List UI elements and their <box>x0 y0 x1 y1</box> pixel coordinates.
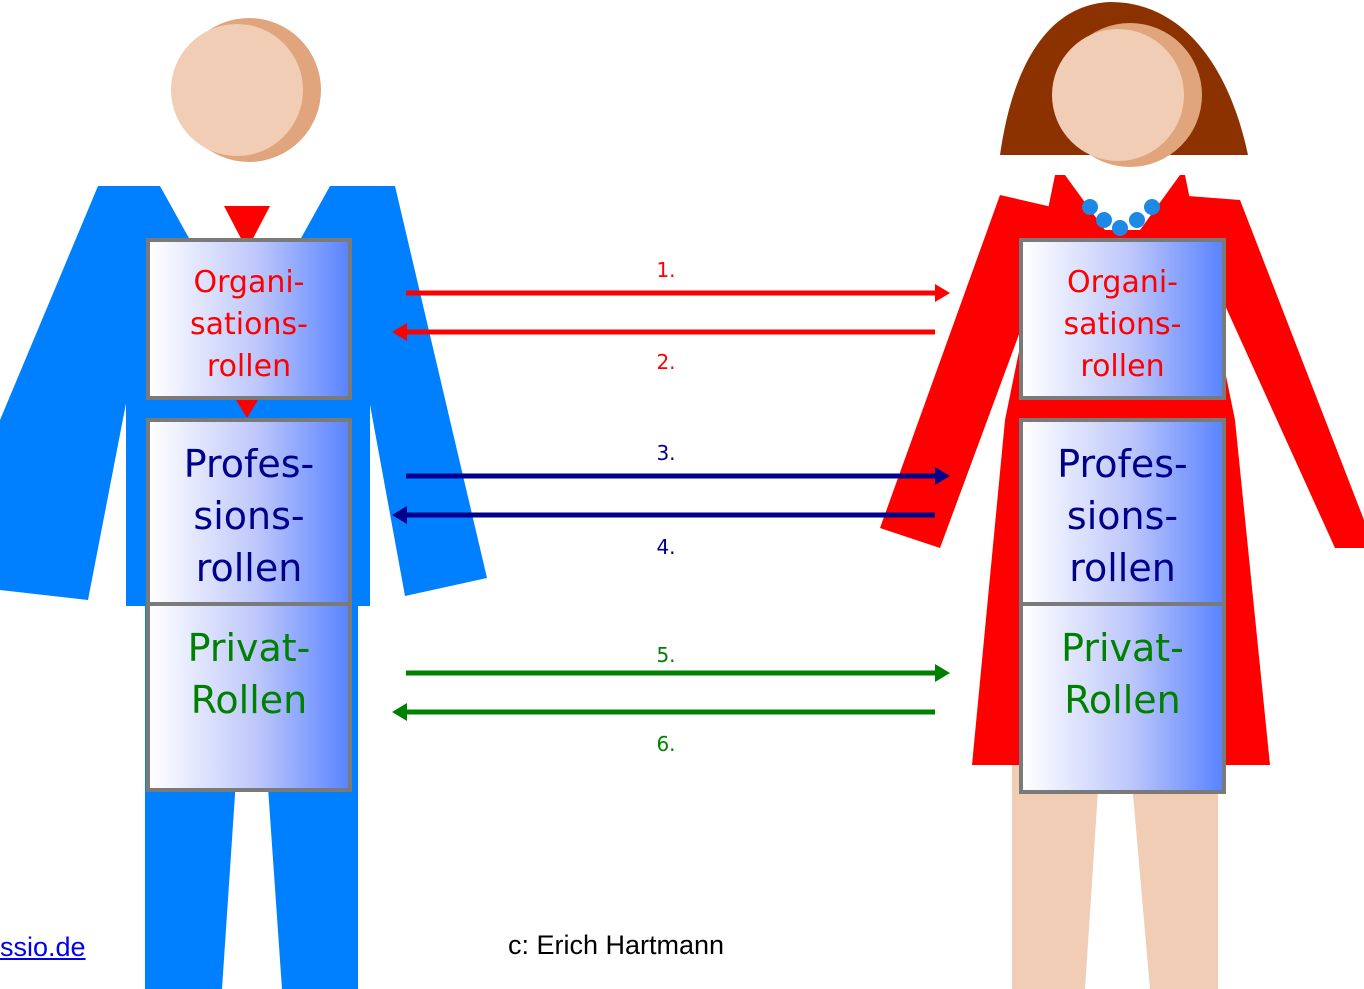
woman-head <box>1052 29 1184 161</box>
woman-left-leg <box>1012 760 1100 989</box>
woman-profession-line-1: Profes- <box>1057 442 1188 486</box>
man-tie-tip-icon <box>236 400 258 418</box>
arrow-6-label: 6. <box>656 732 676 756</box>
arrow-5-label: 5. <box>656 643 676 667</box>
arrow-1-head-icon <box>935 284 950 302</box>
man-profession-roles-box: Profes- sions- rollen <box>146 418 352 608</box>
man-private-line-2: Rollen <box>190 678 308 722</box>
man-profession-line-1: Profes- <box>183 442 315 486</box>
arrow-2-label: 2. <box>656 350 676 374</box>
man-organisation-line-1: Organi- <box>193 265 305 300</box>
woman-right-leg <box>1130 760 1218 989</box>
necklace-icon <box>1082 199 1160 236</box>
man-organisation-line-2: sations- <box>190 307 308 342</box>
woman-profession-line-3: rollen <box>1069 546 1176 590</box>
man-private-line-1: Privat- <box>187 626 311 670</box>
woman-organisation-line-3: rollen <box>1080 349 1165 384</box>
author-credit: c: Erich Hartmann <box>508 930 725 960</box>
man-private-roles-box: Privat- Rollen <box>146 602 352 792</box>
man-organisation-roles-box: Organi- sations- rollen <box>146 238 352 400</box>
arrow-4-label: 4. <box>656 535 676 559</box>
woman-profession-line-2: sions- <box>1066 494 1179 538</box>
woman-organisation-line-2: sations- <box>1063 307 1182 342</box>
man-profession-line-2: sions- <box>193 494 305 538</box>
man-tie-icon <box>224 206 270 250</box>
woman-neckline <box>1065 175 1180 230</box>
arrow-4-head-icon <box>392 506 407 524</box>
man-head <box>171 24 303 156</box>
arrow-3-label: 3. <box>656 441 676 465</box>
woman-profession-roles-box: Profes- sions- rollen <box>1019 418 1226 608</box>
arrow-5-head-icon <box>935 664 950 682</box>
communication-arrows <box>392 284 950 721</box>
arrow-2-head-icon <box>392 323 407 341</box>
arrow-6-head-icon <box>392 703 407 721</box>
man-profession-line-3: rollen <box>195 546 303 590</box>
woman-private-line-1: Privat- <box>1061 626 1184 670</box>
woman-private-roles-box: Privat- Rollen <box>1019 602 1226 794</box>
arrow-3-head-icon <box>935 467 950 485</box>
woman-organisation-line-1: Organi- <box>1066 265 1179 300</box>
woman-private-line-2: Rollen <box>1064 678 1181 722</box>
woman-organisation-roles-box: Organi- sations- rollen <box>1019 238 1226 400</box>
man-organisation-line-3: rollen <box>206 349 292 384</box>
woman-left-arm <box>880 195 1065 548</box>
arrow-1-label: 1. <box>656 258 676 282</box>
website-link[interactable]: ssio.de <box>0 932 86 962</box>
